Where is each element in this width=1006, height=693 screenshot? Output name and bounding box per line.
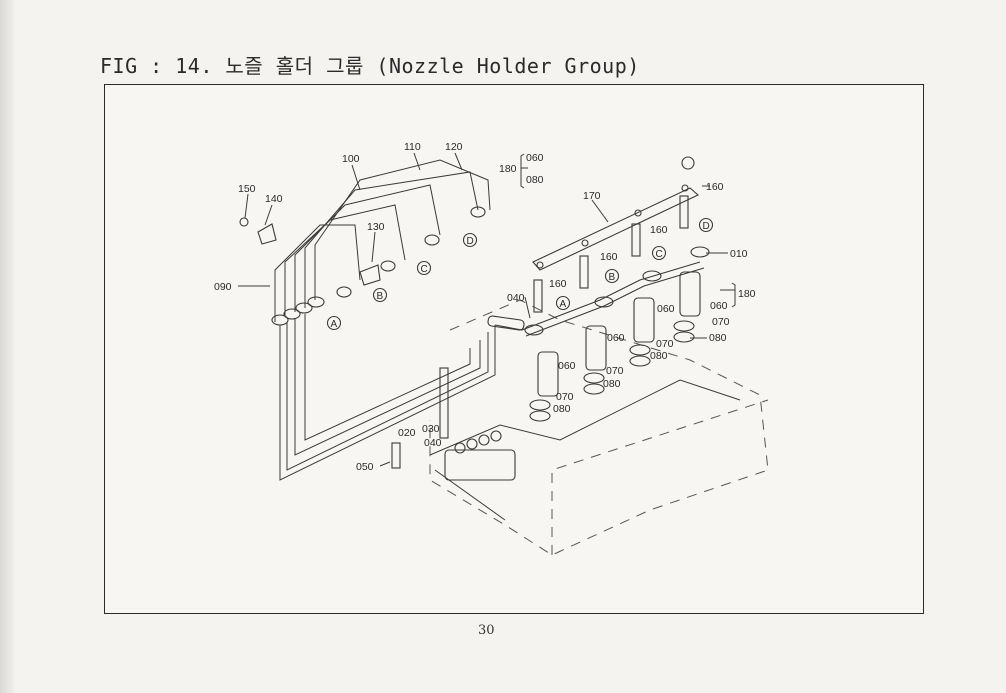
connector-b-circle-holder	[604, 268, 620, 284]
connector-c-circle-pipe	[416, 260, 432, 276]
injection-pipes	[239, 159, 496, 481]
connector-c-circle-holder	[651, 245, 667, 261]
connector-d-circle-holder	[698, 217, 714, 233]
callout-140: 140	[265, 193, 283, 205]
callout-160-b: 160	[600, 251, 618, 263]
callout-030: 030	[422, 423, 440, 435]
callout-180: 180	[738, 288, 756, 300]
callout-020: 020	[398, 427, 416, 439]
callout-070-a: 070	[556, 391, 574, 403]
callout-090: 090	[214, 281, 232, 293]
connector-d-holder: D	[703, 221, 710, 232]
connector-c-holder: C	[656, 249, 663, 260]
callout-060-b: 060	[607, 332, 625, 344]
callout-080-b: 080	[603, 378, 621, 390]
connector-d-circle-pipe	[462, 232, 478, 248]
callout-050: 050	[356, 461, 374, 473]
connector-b-circle-pipe	[372, 287, 388, 303]
connector-b-holder: B	[609, 272, 616, 283]
set180-part-060: 060	[526, 152, 544, 164]
injection-pump	[391, 367, 516, 481]
callout-070-c: 070	[656, 338, 674, 350]
callout-060-c: 060	[657, 303, 675, 315]
leak-off-pipe	[487, 156, 699, 331]
callout-080-a: 080	[553, 403, 571, 415]
diagram-frame	[104, 84, 924, 614]
connector-markers: A B C D A B C D	[326, 217, 714, 331]
leader-lines	[238, 152, 736, 467]
callout-160-top: 160	[706, 181, 724, 193]
part-callouts: 100 110 120 150 140 130 090 180 060 080 …	[214, 141, 756, 473]
callout-060-a: 060	[558, 360, 576, 372]
callout-110: 110	[404, 141, 421, 153]
page-number: 30	[478, 623, 495, 638]
callout-130: 130	[367, 221, 385, 233]
connector-a-pipe: A	[331, 319, 338, 330]
engine-block	[429, 299, 769, 556]
callout-080-d: 080	[709, 332, 727, 344]
callout-180-top: 180	[499, 163, 517, 175]
set180-bracket	[520, 153, 525, 189]
callout-150: 150	[238, 183, 256, 195]
connector-a-holder: A	[560, 299, 567, 310]
callout-100: 100	[342, 153, 360, 165]
nozzle-holders	[521, 195, 710, 422]
callout-160-a: 160	[549, 278, 567, 290]
callout-060-d: 060	[710, 300, 728, 312]
callout-040-bottom: 040	[424, 437, 442, 449]
scan-edge	[0, 0, 14, 693]
callout-070-d: 070	[712, 316, 730, 328]
connector-b-pipe: B	[377, 291, 384, 302]
figure-title: FIG : 14. 노즐 홀더 그룹 (Nozzle Holder Group)	[100, 54, 640, 78]
set180-part-080: 080	[526, 174, 544, 186]
callout-080-c: 080	[650, 350, 668, 362]
connector-d-pipe: D	[467, 236, 474, 247]
connector-a-circle-holder	[555, 295, 571, 311]
connector-c-pipe: C	[421, 264, 428, 275]
callout-040-top: 040	[507, 292, 525, 304]
callout-120: 120	[445, 141, 463, 153]
set180-bracket-right	[731, 282, 736, 308]
callout-010: 010	[730, 248, 748, 260]
connector-a-circle-pipe	[326, 315, 342, 331]
callout-160-c: 160	[650, 224, 668, 236]
callout-170: 170	[583, 190, 601, 202]
callout-070-b: 070	[606, 365, 624, 377]
